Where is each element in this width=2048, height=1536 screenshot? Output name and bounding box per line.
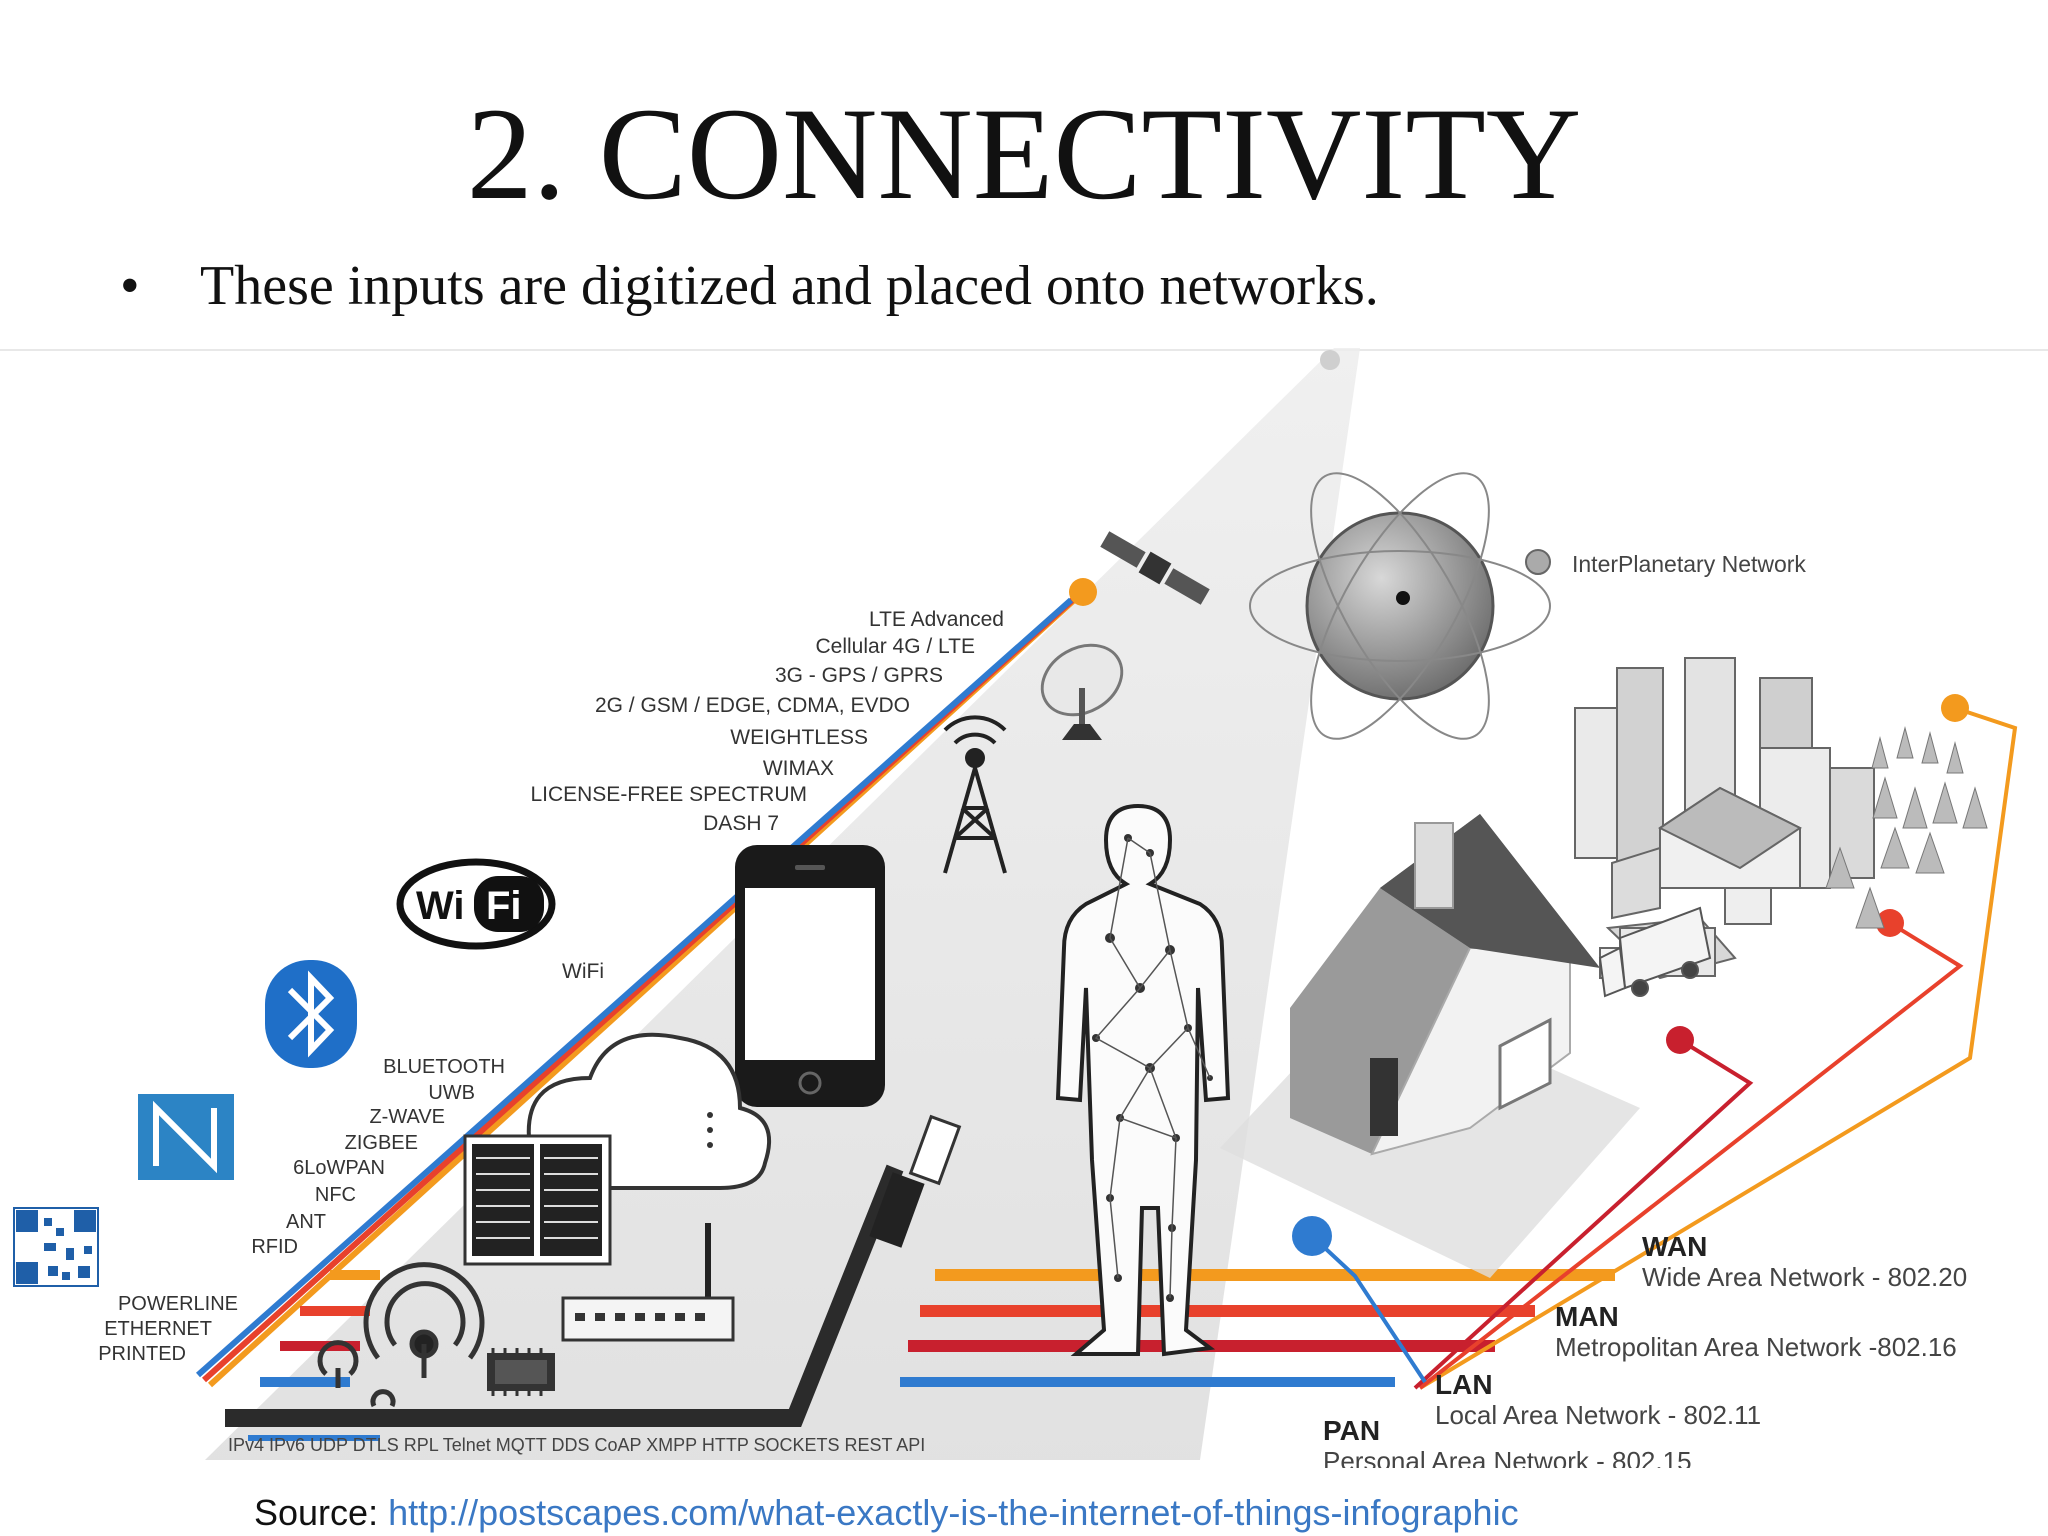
truck-icon (1598, 906, 1712, 998)
short-range-tech-label: 6LoWPAN (293, 1157, 385, 1179)
bluetooth-icon (265, 960, 357, 1068)
city-buildings-icon (1574, 657, 1875, 980)
wan-tech-label: WEIGHTLESS (730, 726, 868, 749)
wan-tech-label: LTE Advanced (869, 608, 1004, 631)
globe-icon (1249, 472, 1551, 740)
short-range-tech-label: RFID (251, 1236, 298, 1258)
slide-title: 2. CONNECTIVITY (466, 80, 1582, 227)
source-link[interactable]: http://postscapes.com/what-exactly-is-th… (388, 1492, 1519, 1533)
wan-tech-label: 3G - GPS / GPRS (775, 664, 943, 687)
network-abbr-man: MAN (1555, 1301, 1619, 1332)
satellite-icon (1100, 531, 1210, 605)
source-citation: Source: http://postscapes.com/what-exact… (254, 1492, 1519, 1534)
trees-icon (1825, 726, 1988, 929)
short-range-tech-label: BLUETOOTH (383, 1056, 505, 1078)
interplanetary-label: InterPlanetary Network (1572, 551, 1806, 577)
network-desc-lan: Local Area Network - 802.11 (1435, 1400, 1761, 1430)
wired-tech-label: ETHERNET (104, 1318, 212, 1340)
nfc-icon (138, 1094, 234, 1180)
protocols-label: IPv4 IPv6 UDP DTLS RPL Telnet MQTT DDS C… (228, 1435, 925, 1455)
short-range-tech-label: UWB (428, 1082, 475, 1104)
svg-text:Fi: Fi (486, 884, 522, 928)
wan-tech-label: Cellular 4G / LTE (816, 635, 976, 658)
cell-tower-icon (943, 715, 1007, 874)
wan-tech-label: DASH 7 (703, 812, 779, 835)
source-label: Source: (254, 1492, 389, 1533)
person-network-silhouette (1055, 803, 1231, 1357)
short-range-tech-label: Z-WAVE (369, 1106, 445, 1128)
short-range-tech-label: ZIGBEE (345, 1132, 418, 1154)
antenna-signal-icon (317, 1262, 485, 1408)
wifi-label: WiFi (562, 960, 604, 983)
network-desc-wan: Wide Area Network - 802.20 (1642, 1262, 1967, 1292)
wan-tech-label: 2G / GSM / EDGE, CDMA, EVDO (595, 694, 910, 717)
network-lines (196, 578, 2018, 1441)
short-range-tech-label: NFC (315, 1184, 356, 1206)
short-range-tech-label: ANT (286, 1211, 326, 1233)
house-icon (1220, 814, 1640, 1278)
ethernet-plug-icon (869, 1114, 962, 1248)
network-desc-man: Metropolitan Area Network -802.16 (1555, 1332, 1957, 1362)
bullet-dot: • (120, 255, 140, 317)
wan-tech-label: LICENSE-FREE SPECTRUM (530, 783, 807, 806)
wifi-logo: Wi Fi (396, 858, 556, 950)
server-rack-icon (463, 1134, 612, 1266)
network-abbr-wan: WAN (1642, 1231, 1707, 1262)
network-abbr-lan: LAN (1435, 1369, 1493, 1400)
bullet-text: These inputs are digitized and placed on… (200, 255, 1379, 317)
smartphone-icon (735, 845, 885, 1107)
iot-connectivity-infographic: InterPlanetary Network LTE Advanced Cell… (0, 348, 2048, 1468)
qr-code-icon (13, 1207, 99, 1287)
wired-tech-label: PRINTED (98, 1343, 186, 1365)
satellite-dish-icon (1040, 643, 1124, 740)
network-desc-pan: Personal Area Network - 802.15 (1323, 1446, 1692, 1468)
planet-icon (1525, 549, 1551, 575)
network-abbr-pan: PAN (1323, 1415, 1380, 1446)
network-legend: WAN Wide Area Network - 802.20 MAN Metro… (1323, 1231, 1967, 1468)
router-icon (561, 1223, 735, 1342)
svg-text:Wi: Wi (416, 884, 465, 928)
wan-tech-label: WIMAX (763, 757, 834, 780)
microchip-icon (487, 1348, 555, 1396)
wired-tech-label: POWERLINE (118, 1293, 238, 1315)
